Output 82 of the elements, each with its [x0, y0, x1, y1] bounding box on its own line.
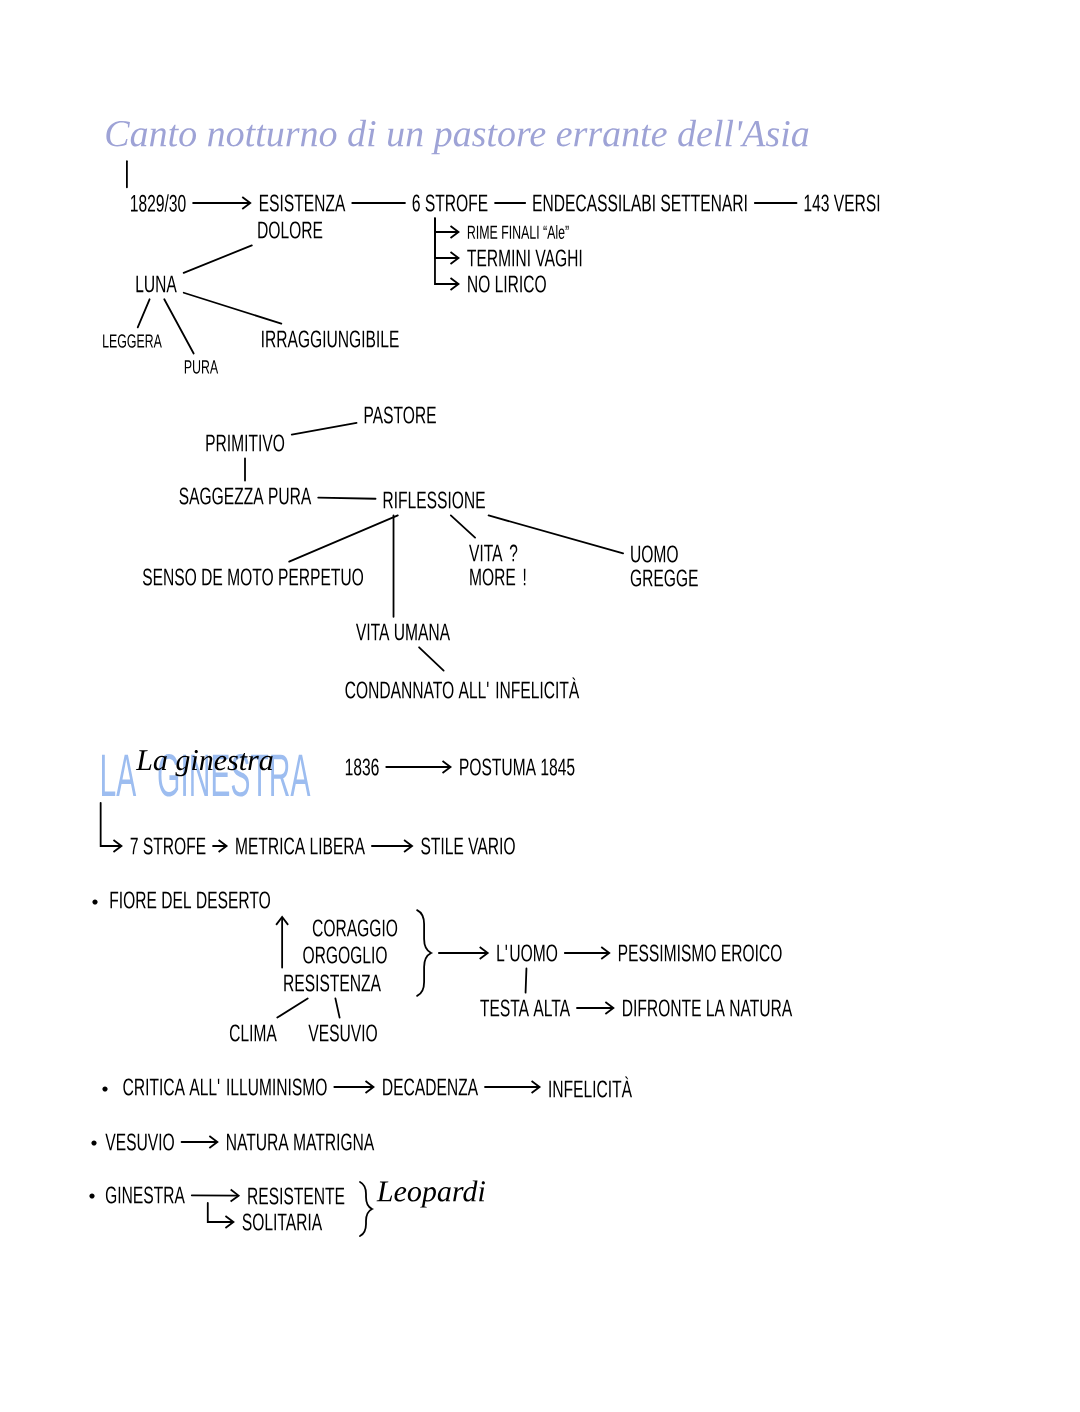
- concept-label: CRITICA ALL' ILLUMINISMO: [123, 1078, 327, 1096]
- concept-label: IRRAGGIUNGIBILE: [262, 330, 399, 348]
- concept-label: 7 STROFE: [130, 837, 206, 855]
- hook-arrow: [206, 1202, 235, 1229]
- concept-label: PESSIMISMO EROICO: [618, 944, 782, 962]
- concept-label: SOLITARIA: [242, 1213, 323, 1231]
- concept-label: SENSO DE MOTO PERPETUO: [142, 568, 364, 586]
- concept-label: VITA ? MORE !: [469, 544, 526, 586]
- concept-label: 1836: [345, 758, 379, 776]
- concept-label: GINESTRA: [105, 1186, 185, 1204]
- concept-label: SAGGEZZA PURA: [179, 487, 312, 505]
- concept-label: ENDECASSILABI SETTENARI: [533, 194, 747, 212]
- connector-line: [524, 967, 528, 994]
- connector-line: [244, 457, 246, 482]
- curly-brace: [416, 909, 432, 997]
- hook-arrow: [434, 217, 460, 291]
- concept-label: VESUVIO: [308, 1024, 377, 1042]
- concept-label: DECADENZA: [383, 1078, 479, 1096]
- signature-text: Leopardi: [376, 1180, 485, 1208]
- connector-line: [288, 514, 399, 563]
- concept-label: LEGGERA: [103, 334, 162, 348]
- concept-label: INFELICITÀ: [549, 1076, 632, 1098]
- title-text: Canto notturno di un pastore errante dell'Asia: [106, 119, 809, 155]
- concept-label: 6 STROFE: [412, 194, 488, 212]
- arrow: [563, 946, 611, 960]
- connector-line: [126, 160, 128, 189]
- concept-label: VITA UMANA: [355, 623, 451, 641]
- concept-label: L'UOMO: [497, 944, 558, 962]
- connector-line: [487, 514, 624, 555]
- arrow: [333, 1080, 375, 1094]
- connector-line: [317, 496, 377, 500]
- concept-label: ORGOGLIO: [303, 946, 387, 964]
- concept-label: LUNA: [136, 275, 177, 293]
- concept-label: TESTA ALTA: [480, 999, 571, 1017]
- concept-label: PRIMITIVO: [206, 434, 285, 452]
- arrow: [192, 196, 252, 210]
- concept-label: 1829/30: [131, 194, 186, 212]
- concept-label: PASTORE: [364, 406, 436, 424]
- connector-line: [392, 514, 395, 618]
- concept-label: DOLORE: [258, 221, 323, 239]
- connector-line: [753, 202, 798, 204]
- concept-label: ESISTENZA: [259, 194, 346, 212]
- concept-label: PURA: [184, 360, 219, 374]
- connector-line: [163, 298, 195, 355]
- arrow: [385, 760, 452, 774]
- concept-label: NATURA MATRIGNA: [227, 1133, 375, 1151]
- connector-line: [351, 202, 406, 204]
- concept-label: RIFLESSIONE: [383, 491, 485, 509]
- arrow: [484, 1080, 542, 1094]
- connector-line: [418, 646, 445, 672]
- concept-label: POSTUMA 1845: [460, 758, 575, 776]
- concept-label: RESISTENTE: [248, 1187, 345, 1205]
- concept-label: 143 VERSI: [804, 194, 880, 212]
- arrow: [275, 915, 290, 969]
- arrow: [438, 946, 490, 960]
- hook-arrow: [99, 801, 123, 853]
- concept-label: CLIMA: [229, 1024, 277, 1042]
- concept-label: STILE VARIO: [421, 837, 515, 855]
- connector-line: [334, 997, 341, 1019]
- connector-line: [276, 997, 309, 1019]
- concept-label: CORAGGIO: [312, 919, 398, 937]
- connector-line: [136, 298, 151, 329]
- concept-label: DIFRONTE LA NATURA: [623, 999, 793, 1017]
- concept-label: NO LIRICO: [468, 275, 546, 293]
- connector-line: [449, 514, 476, 539]
- connector-line: [182, 244, 253, 274]
- arrow: [190, 1188, 241, 1203]
- arrow: [371, 839, 414, 853]
- connector-line: [290, 421, 358, 436]
- connector-line: [182, 291, 283, 325]
- arrow: [212, 839, 229, 853]
- concept-label: CONDANNATO ALL' INFELICITÀ: [345, 677, 580, 699]
- concept-label: TERMINI VAGHI: [467, 249, 582, 267]
- arrow: [576, 1001, 615, 1015]
- concept-label: METRICA LIBERA: [236, 837, 365, 855]
- concept-label: VESUVIO: [105, 1133, 174, 1151]
- concept-label: FIORE DEL DESERTO: [110, 891, 270, 909]
- concept-label: RIME FINALI “Ale”: [467, 225, 569, 239]
- concept-label: RESISTENZA: [284, 974, 381, 992]
- arrow: [180, 1135, 219, 1149]
- connector-line: [494, 202, 527, 204]
- concept-label: UOMO GREGGE: [630, 545, 698, 587]
